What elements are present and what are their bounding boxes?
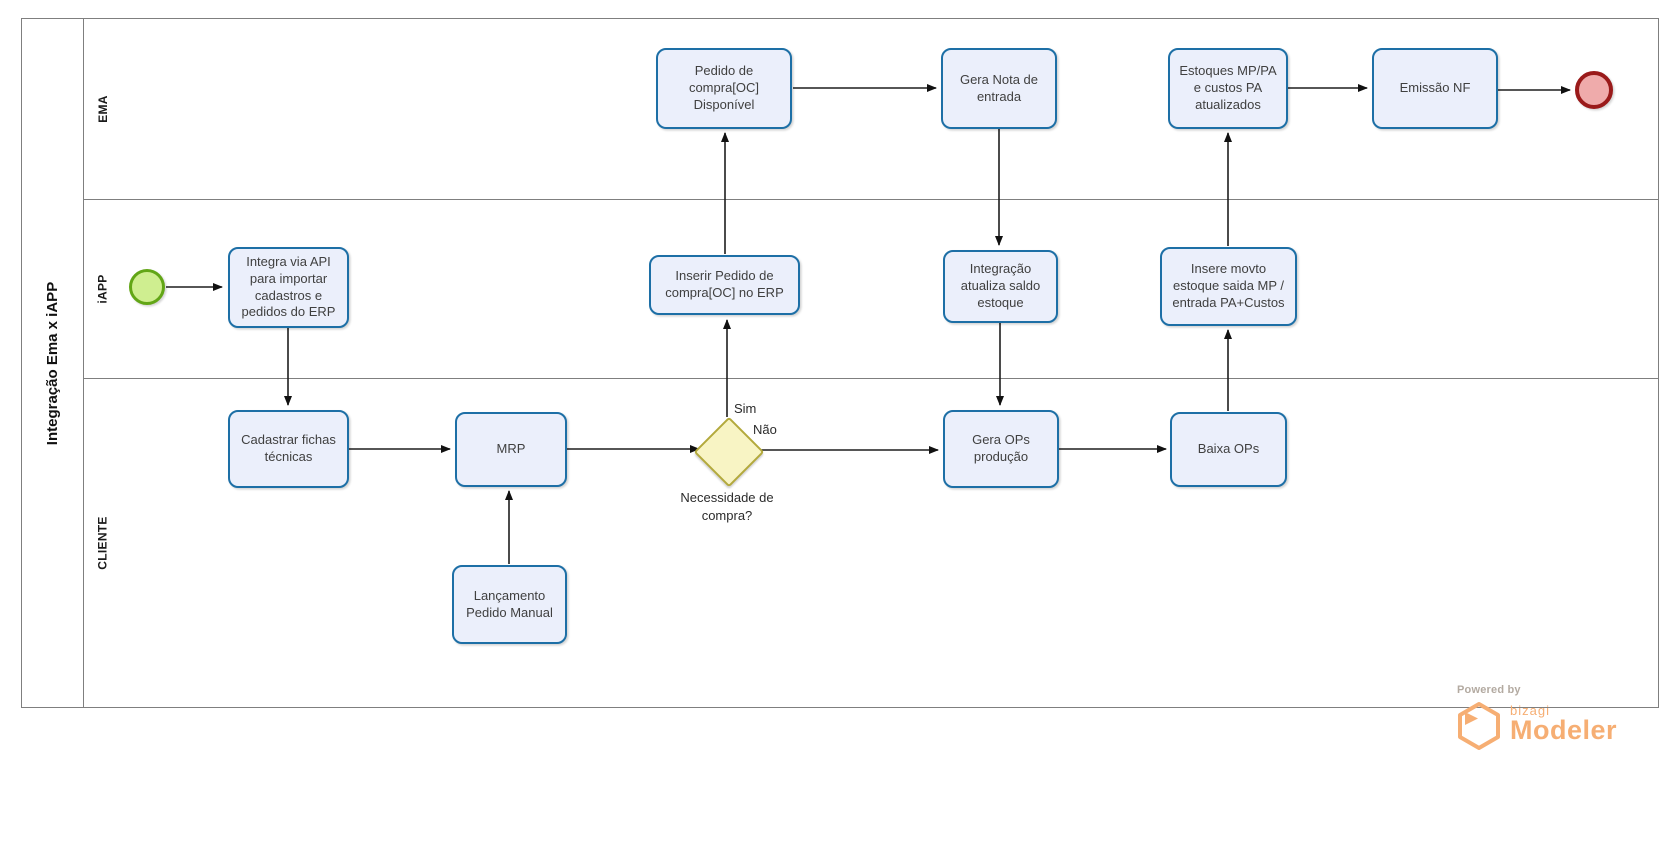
gateway-yes-label: Sim [734, 401, 757, 416]
task-label: Emissão NF [1399, 80, 1471, 96]
pool-title-strip [21, 18, 84, 708]
gateway-caption: Necessidade de compra? [680, 490, 774, 523]
task-gera-nota[interactable]: Gera Nota de entrada [941, 48, 1057, 129]
bizagi-hexagon-icon [1458, 702, 1500, 750]
task-inserir-pedido[interactable]: Inserir Pedido de compra[OC] no ERP [649, 255, 800, 315]
task-label: Inserir Pedido de compra[OC] no ERP [665, 268, 784, 300]
bizagi-modeler-logo[interactable]: Powered by bizagi Modeler [1457, 684, 1627, 750]
bpmn-pool [21, 18, 1659, 708]
task-gera-ops[interactable]: Gera OPs produção [943, 410, 1059, 488]
bizagi-brand-label: bizagi [1510, 703, 1550, 718]
task-integracao-saldo[interactable]: Integração atualiza saldo estoque [943, 250, 1058, 323]
task-estoques-atualizados[interactable]: Estoques MP/PA e custos PA atualizados [1168, 48, 1288, 129]
task-mrp[interactable]: MRP [455, 412, 567, 487]
task-emissao-nf[interactable]: Emissão NF [1372, 48, 1498, 129]
task-label: Integração atualiza saldo estoque [960, 261, 1041, 310]
task-cadastrar-fichas[interactable]: Cadastrar fichas técnicas [228, 410, 349, 488]
task-label: Gera OPs produção [972, 432, 1030, 464]
task-baixa-ops[interactable]: Baixa OPs [1170, 412, 1287, 487]
start-event[interactable] [129, 269, 165, 305]
end-event[interactable] [1575, 71, 1613, 109]
task-lancamento-manual[interactable]: Lançamento Pedido Manual [452, 565, 567, 644]
gateway-no-label: Não [753, 422, 777, 437]
task-label: Integra via API para importar cadastros … [241, 253, 336, 320]
task-label: Cadastrar fichas técnicas [241, 432, 336, 464]
task-label: Pedido de compra[OC] Disponível [688, 63, 760, 112]
task-label: Gera Nota de entrada [959, 71, 1039, 104]
lane-label-cliente: CLIENTE [96, 516, 110, 570]
task-insere-movto[interactable]: Insere movto estoque saida MP / entrada … [1160, 247, 1297, 326]
task-label: Insere movto estoque saida MP / entrada … [1172, 261, 1285, 310]
lane-divider-ema-iapp [84, 199, 1659, 200]
lane-label-ema: EMA [95, 94, 110, 123]
task-pedido-disponivel[interactable]: Pedido de compra[OC] Disponível [656, 48, 792, 129]
task-label: Baixa OPs [1197, 441, 1260, 457]
lane-divider-iapp-cliente [84, 378, 1659, 379]
modeler-product-label: Modeler [1510, 715, 1618, 745]
lane-label-iapp: iAPP [96, 273, 110, 304]
task-label: MRP [496, 441, 526, 457]
pool-title: Integração Ema x iAPP [44, 281, 61, 445]
task-label: Estoques MP/PA e custos PA atualizados [1179, 63, 1277, 112]
powered-by-label: Powered by [1457, 684, 1521, 696]
task-integra-api[interactable]: Integra via API para importar cadastros … [228, 247, 349, 328]
task-label: Lançamento Pedido Manual [466, 587, 553, 620]
